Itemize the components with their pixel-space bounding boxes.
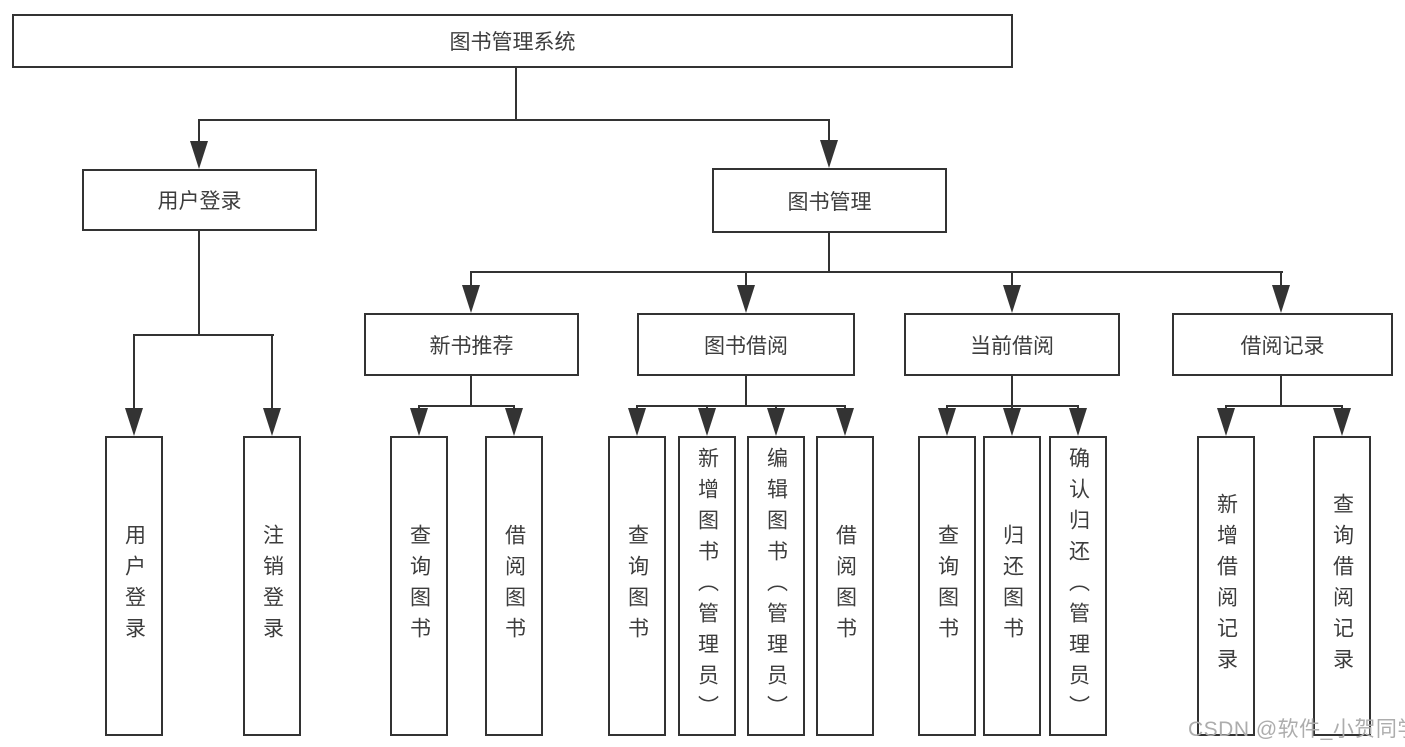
edge-shaft-book-borrowing: [745, 272, 747, 290]
arrow-g3-1: [628, 408, 646, 436]
arrow-user-login: [190, 141, 208, 169]
leaf-query-books-2: 查询图书: [608, 436, 666, 736]
arrow-g2-2: [505, 408, 523, 436]
edge-root-stem: [515, 67, 517, 120]
node-book-borrowing: 图书借阅: [637, 313, 855, 376]
edge-bookmgmt-stem: [828, 232, 830, 273]
leaf-confirm-return-admin: 确认归还（管理员）: [1049, 436, 1107, 736]
edge-records-stem: [1280, 375, 1282, 406]
edge-g3-bar: [636, 405, 846, 407]
arrow-new-book: [462, 285, 480, 313]
arrow-g4-3: [1069, 408, 1087, 436]
arrow-g5-1: [1217, 408, 1235, 436]
edge-shaft-leaf-user-login: [133, 335, 135, 413]
arrow-borrowing-records: [1272, 285, 1290, 313]
node-root: 图书管理系统: [12, 14, 1013, 68]
arrow-book-borrowing: [737, 285, 755, 313]
arrow-leaf-user-login: [125, 408, 143, 436]
node-borrowing-records: 借阅记录: [1172, 313, 1393, 376]
node-current-borrowing: 当前借阅: [904, 313, 1120, 376]
arrow-g4-2: [1003, 408, 1021, 436]
arrow-current-borrowing: [1003, 285, 1021, 313]
leaf-add-borrow-record: 新增借阅记录: [1197, 436, 1255, 736]
node-book-management: 图书管理: [712, 168, 947, 233]
node-new-book-recommend: 新书推荐: [364, 313, 579, 376]
edge-level3-bar: [470, 271, 1283, 273]
arrow-g2-1: [410, 408, 428, 436]
leaf-borrow-books-2: 借阅图书: [816, 436, 874, 736]
edge-newbook-stem: [470, 375, 472, 406]
edge-shaft-book-management: [828, 120, 830, 148]
arrow-g3-2: [698, 408, 716, 436]
edge-userlogin-stem: [198, 230, 200, 336]
edge-shaft-new-book: [470, 272, 472, 290]
edge-shaft-leaf-logout: [271, 335, 273, 413]
leaf-logout-login: 注销登录: [243, 436, 301, 736]
arrow-g3-3: [767, 408, 785, 436]
edge-currentborrow-stem: [1011, 375, 1013, 406]
arrow-g4-1: [938, 408, 956, 436]
arrow-g3-4: [836, 408, 854, 436]
leaf-return-books: 归还图书: [983, 436, 1041, 736]
leaf-query-books-1: 查询图书: [390, 436, 448, 736]
edge-g1-bar: [133, 334, 274, 336]
arrow-g5-2: [1333, 408, 1351, 436]
leaf-user-login: 用户登录: [105, 436, 163, 736]
node-user-login: 用户登录: [82, 169, 317, 231]
edge-shaft-borrowing-records: [1280, 272, 1282, 290]
edge-shaft-user-login: [198, 120, 200, 148]
edge-g5-bar: [1225, 405, 1343, 407]
leaf-borrow-books-1: 借阅图书: [485, 436, 543, 736]
leaf-edit-books-admin: 编辑图书（管理员）: [747, 436, 805, 736]
csdn-watermark: CSDN @软件_小贺同学: [1188, 718, 1405, 741]
edge-shaft-current-borrowing: [1011, 272, 1013, 290]
edge-root-bar: [198, 119, 830, 121]
edge-g2-bar: [418, 405, 515, 407]
leaf-query-borrow-record: 查询借阅记录: [1313, 436, 1371, 736]
edge-bookborrow-stem: [745, 375, 747, 406]
arrow-leaf-logout: [263, 408, 281, 436]
leaf-add-books-admin: 新增图书（管理员）: [678, 436, 736, 736]
arrow-book-management: [820, 140, 838, 168]
leaf-query-books-3: 查询图书: [918, 436, 976, 736]
